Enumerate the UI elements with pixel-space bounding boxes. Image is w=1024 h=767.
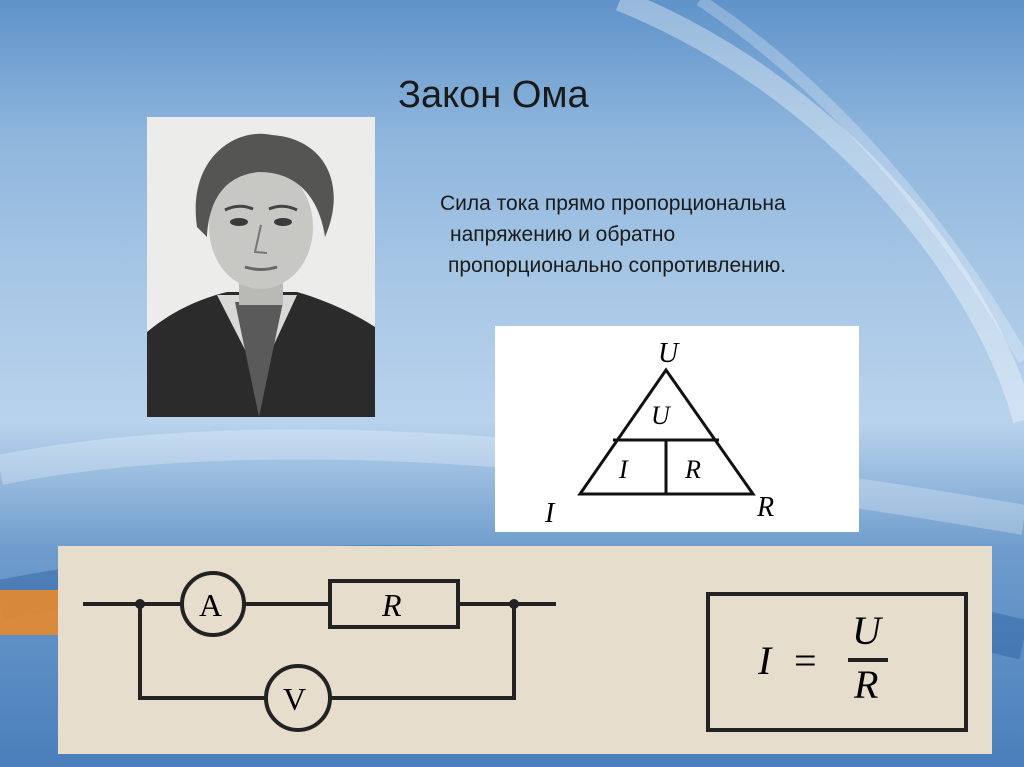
triangle-inner-r: R [684, 455, 701, 484]
formula-equals: = [794, 638, 817, 683]
formula-numerator: U [852, 608, 884, 653]
formula-box [706, 592, 968, 732]
ammeter-label: A [199, 587, 222, 623]
voltmeter-label: V [283, 681, 306, 717]
description-line-3: пропорционально сопротивлению. [448, 254, 787, 277]
portrait-drawing [147, 117, 375, 417]
triangle-left-label: I [544, 498, 556, 529]
formula-lhs: I [757, 638, 773, 683]
voltmeter-branch-right [330, 604, 516, 700]
triangle-inner-i: I [618, 455, 629, 484]
voltmeter-branch-left [138, 604, 266, 700]
resistor-label: R [381, 587, 402, 623]
ammeter-circle [180, 571, 246, 637]
triangle-top-label: U [658, 338, 680, 369]
voltmeter-circle [264, 664, 332, 732]
description-line-1: Сила тока прямо пропорциональна [440, 192, 786, 215]
slide-title: Закон Ома [398, 74, 589, 116]
law-description: Сила тока прямо пропорциональна напряжен… [440, 188, 960, 281]
circuit-panel: A R V I = U R [58, 546, 992, 754]
triangle-right-label: R [756, 492, 774, 523]
formula-denominator: R [853, 662, 878, 707]
description-line-2: напряжению и обратно [450, 223, 676, 246]
resistor-box [328, 579, 460, 629]
triangle-inner-u: U [651, 401, 672, 430]
ohm-triangle-diagram: U I R U I R [495, 326, 859, 532]
portrait-image [147, 117, 375, 417]
